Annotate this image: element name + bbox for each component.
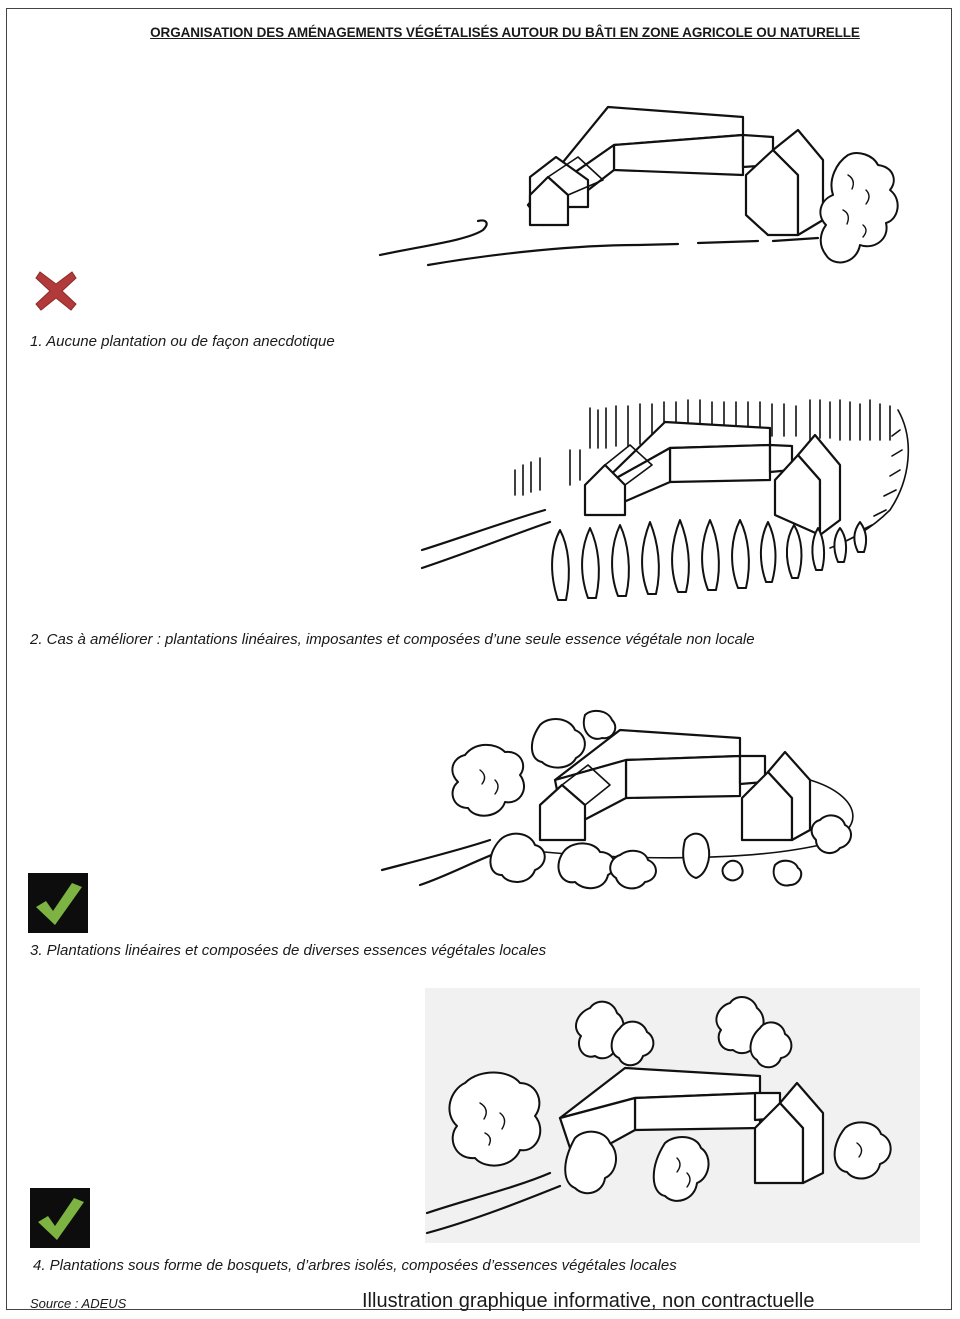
farm-buildings (558, 1066, 825, 1185)
sketch-case-2 (420, 370, 920, 610)
farm-buildings (583, 420, 842, 537)
case-2-caption: 2. Cas à améliorer : plantations linéair… (30, 631, 755, 648)
case-3-caption: 3. Plantations linéaires et composées de… (30, 942, 547, 959)
hedge-back (514, 399, 910, 549)
hedge-front (551, 519, 868, 601)
disclaimer-note: Illustration graphique informative, non … (362, 1290, 815, 1312)
page-frame (6, 8, 952, 1310)
farm-building-right (741, 128, 825, 237)
case-1-caption: 1. Aucune plantation ou de façon anecdot… (30, 333, 335, 350)
sketch-case-1 (378, 95, 923, 280)
farm-buildings (538, 728, 812, 842)
check-icon (28, 873, 88, 938)
page-title: ORGANISATION DES AMÉNAGEMENTS VÉGÉTALISÉ… (150, 25, 860, 40)
farm-building-left (528, 155, 604, 227)
trees-groves (448, 996, 892, 1202)
source-credit: Source : ADEUS (30, 1296, 127, 1311)
cross-icon (34, 268, 78, 319)
trees-varied (451, 709, 852, 890)
check-icon (30, 1188, 90, 1253)
sketch-case-4 (425, 988, 920, 1243)
tree-isolated (819, 152, 899, 264)
sketch-case-3 (380, 680, 880, 905)
case-4-caption: 4. Plantations sous forme de bosquets, d… (33, 1257, 677, 1274)
